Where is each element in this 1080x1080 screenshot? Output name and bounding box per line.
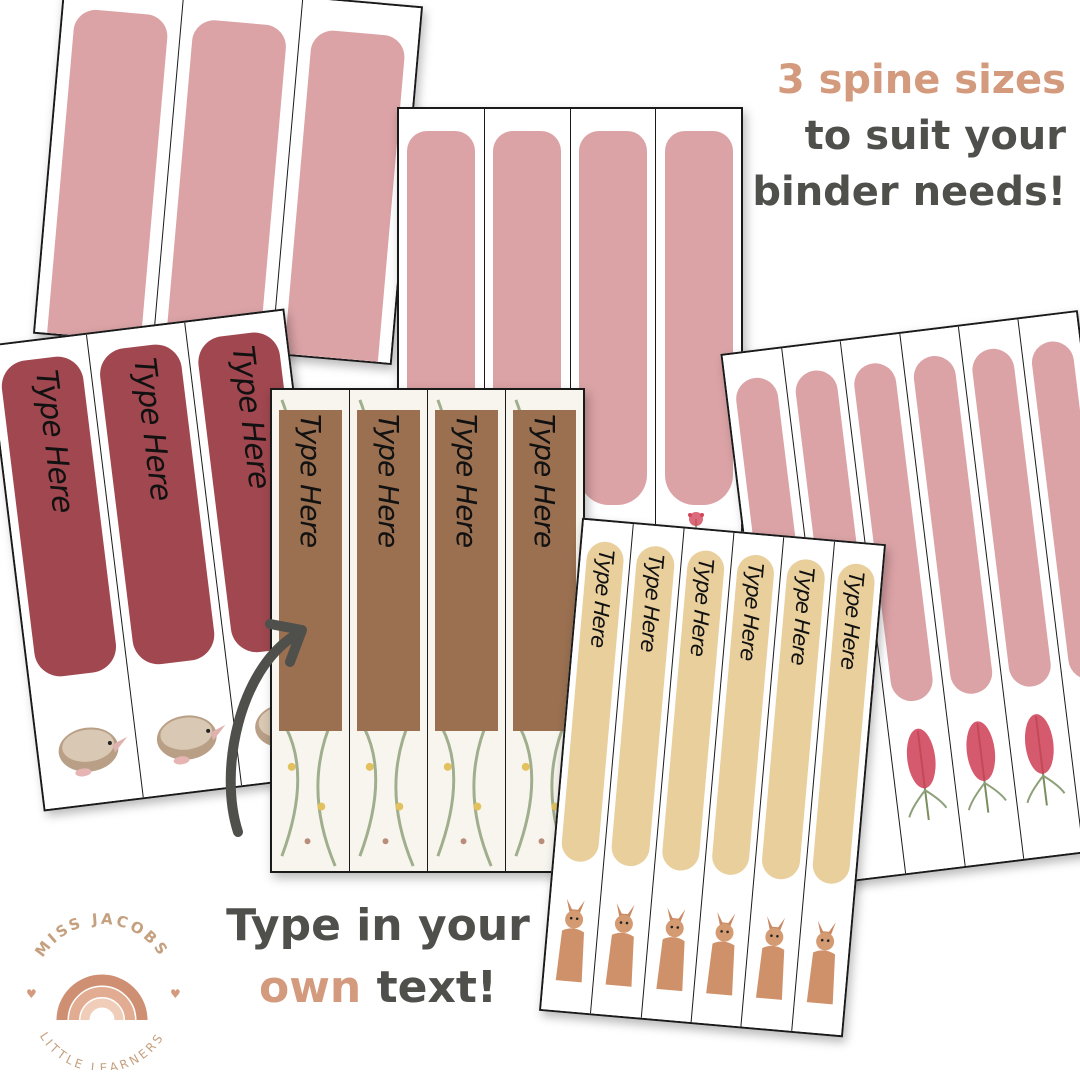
- spine: Type Here: [85, 322, 242, 798]
- dingo-illustration: [605, 903, 635, 987]
- svg-text:MISS JACOBS: MISS JACOBS: [31, 910, 172, 961]
- curved-arrow-icon: [225, 619, 307, 837]
- spine-label-text[interactable]: Type Here: [528, 414, 562, 548]
- headline-spine-sizes: 3 spine sizes to suit your binder needs!: [752, 52, 1066, 220]
- logo-bottom-text: LITTLE LEARNERS: [37, 1030, 164, 1070]
- spine-label-area: [512, 410, 577, 731]
- headline-type-text: Type in your own text!: [208, 895, 548, 1019]
- spine: Type Here: [427, 390, 505, 871]
- rainbow-logo: MISS JACOBS LITTLE LEARNERS ♥ ♥: [26, 910, 181, 1070]
- spine: [839, 334, 965, 874]
- spine-label-text[interactable]: Type Here: [294, 414, 328, 548]
- spine-label-area: [356, 410, 421, 731]
- spine-label-area: [664, 131, 733, 505]
- spine-sheet-tan: Type Here Type Here Type Here: [539, 517, 886, 1038]
- bottlebrush-flower-illustration: [906, 728, 948, 821]
- spine-label-area: [160, 18, 288, 353]
- spine-label-text[interactable]: Type Here: [372, 414, 406, 548]
- spine-sheet-pink-large: [32, 0, 424, 366]
- spine: [898, 326, 1024, 867]
- headline-line-1: Type in your: [226, 900, 530, 951]
- bottlebrush-flower-illustration: [965, 721, 1007, 813]
- spine-label-area: [41, 8, 170, 343]
- spine: Type Here: [640, 528, 734, 1023]
- spine: Type Here: [541, 519, 634, 1014]
- spine-sheet-pink-small: [720, 310, 1080, 890]
- dingo-illustration: [706, 911, 736, 996]
- spine-label-area: [434, 410, 499, 731]
- spine: Type Here: [590, 524, 684, 1018]
- spine: [957, 319, 1080, 859]
- dingo-illustration: [555, 898, 585, 983]
- spine: Type Here: [349, 390, 427, 871]
- dingo-illustration: [656, 907, 686, 992]
- dingo-illustration: [806, 920, 836, 1005]
- dingo-illustration: [756, 916, 786, 1000]
- logo-top-text: MISS JACOBS: [31, 910, 169, 961]
- echidna-illustration: [156, 715, 226, 765]
- echidna-illustration: [58, 727, 128, 777]
- headline-line-1: 3 spine sizes: [776, 57, 1066, 103]
- heart-icon: ♥: [26, 987, 37, 1001]
- svg-text:LITTLE LEARNERS: LITTLE LEARNERS: [37, 1030, 167, 1070]
- spine-sheet-brown: Type Here Type Here Type Here Type: [270, 388, 585, 873]
- spine-label-text[interactable]: Type Here: [450, 414, 484, 548]
- headline-line-2: to suit your: [804, 113, 1066, 159]
- spine-label-area: [278, 410, 343, 731]
- spine-label-area: [578, 131, 647, 505]
- spine: Type Here: [790, 541, 884, 1036]
- spine-label-area: [278, 28, 407, 363]
- spine: Type Here: [0, 334, 143, 810]
- headline-accent-word: own: [259, 962, 362, 1013]
- spine: Type Here: [690, 532, 784, 1027]
- heart-icon: ♥: [170, 987, 181, 1001]
- bottlebrush-flower-illustration: [1024, 714, 1066, 806]
- rainbow-icon: [56, 974, 148, 1021]
- spine: [655, 109, 741, 575]
- headline-line-3: binder needs!: [752, 169, 1066, 215]
- spine: Type Here: [740, 537, 834, 1031]
- headline-line-2-rest: text!: [361, 962, 497, 1013]
